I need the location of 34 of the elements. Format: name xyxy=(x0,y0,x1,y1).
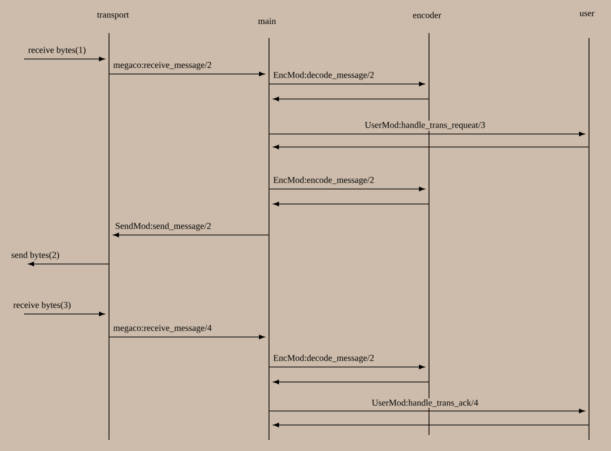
arrow xyxy=(24,56,105,62)
lifeline xyxy=(588,38,590,440)
edge-label: megaco:receive_message/2 xyxy=(112,60,213,71)
lifeline-label: user xyxy=(580,12,594,16)
arrow xyxy=(273,202,430,206)
arrow xyxy=(273,422,590,428)
edge-label: SendMod:send_message/2 xyxy=(114,222,212,232)
lifeline xyxy=(108,33,110,440)
arrow xyxy=(273,96,430,102)
edge-label: EncMod:encode_message/2 xyxy=(272,176,376,186)
arrow xyxy=(268,364,425,370)
arrow xyxy=(268,186,425,192)
edge-label: receive bytes(3) xyxy=(12,300,72,311)
arrow xyxy=(273,380,430,384)
lifeline-label: transport xyxy=(97,12,129,20)
edge-label: EncMod:decode_message/2 xyxy=(272,70,376,81)
arrow xyxy=(28,262,110,266)
arrow xyxy=(273,144,590,150)
edge-label: megaco:receive_message/4 xyxy=(112,324,213,334)
edge-label: receive bytes(1) xyxy=(27,46,87,56)
lifeline-label: main xyxy=(258,18,276,24)
arrow xyxy=(24,312,105,316)
edge-label: send bytes(2) xyxy=(10,250,60,261)
arrow xyxy=(268,408,585,414)
lifeline-label: encoder xyxy=(413,12,442,18)
arrow xyxy=(268,132,585,136)
arrow xyxy=(268,82,425,86)
lifeline xyxy=(268,38,270,440)
edge-label: UserMod:handle_trans_requeat/3 xyxy=(364,120,486,131)
arrow xyxy=(113,232,270,238)
arrow xyxy=(108,72,265,76)
edge-label: EncMod:decode_message/2 xyxy=(272,354,376,364)
arrow xyxy=(108,334,265,340)
lifeline xyxy=(428,33,430,435)
